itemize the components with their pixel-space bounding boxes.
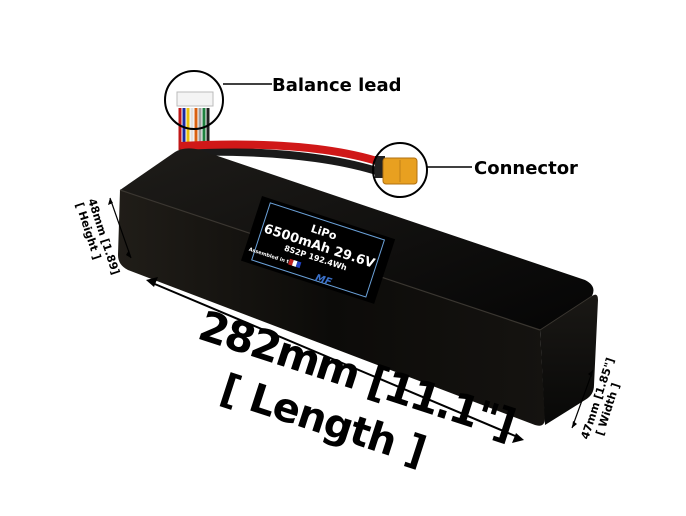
connector-callout: Connector [372, 142, 578, 198]
product-label: LiPo 6500mAh 29.6V 8S2P 192.4Wh Assemble… [240, 196, 396, 304]
balance-lead-callout: Balance lead [164, 70, 402, 130]
balance-lead-label: Balance lead [272, 75, 402, 96]
xt-connector [375, 156, 418, 185]
connector-label: Connector [474, 158, 578, 179]
brand-logo: MF [314, 273, 334, 289]
power-wires [179, 140, 382, 176]
